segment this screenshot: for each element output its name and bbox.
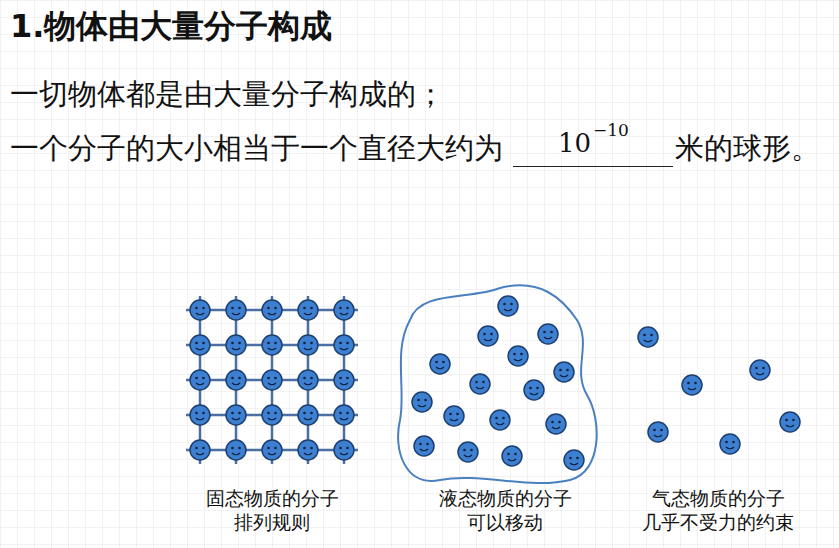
liquid-outline (398, 285, 597, 483)
state-caption: 固态物质的分子 排列规则 (187, 486, 357, 534)
answer-exponent: −10 (593, 120, 629, 140)
statement-line: 米的球形。 (675, 130, 820, 166)
state-caption: 气态物质的分子 几乎不受力的约束 (633, 486, 803, 534)
answer-base: 10 (558, 128, 591, 158)
statement-line: 一切物体都是由大量分子构成的； (10, 76, 445, 112)
blank-underline (513, 166, 673, 167)
statement-line: 一个分子的大小相当于一个直径大约为 (10, 130, 503, 166)
solid-molecules (190, 300, 354, 460)
state-caption: 液态物质的分子 可以移动 (420, 486, 590, 534)
lattice-lines (186, 296, 358, 464)
gas-molecules (638, 327, 800, 454)
liquid-molecules (412, 296, 584, 470)
slide-title: 1.物体由大量分子构成 (10, 6, 332, 46)
